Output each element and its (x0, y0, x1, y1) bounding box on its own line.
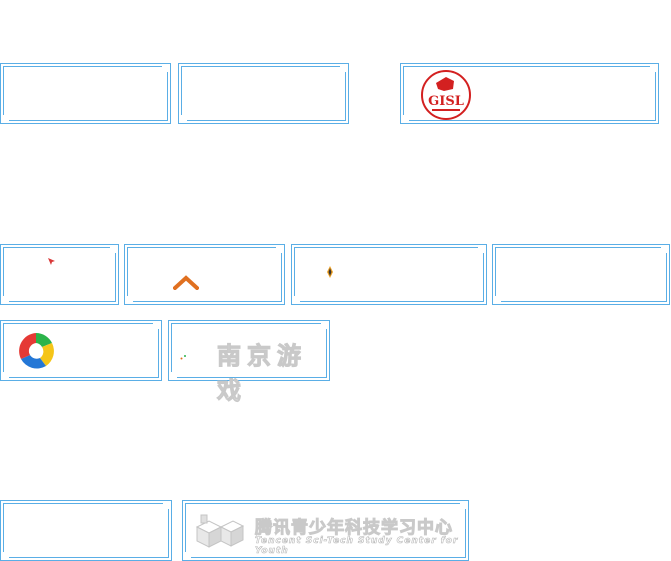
gisl-logo-text: GISL (428, 94, 464, 109)
partner-card-5[interactable] (124, 244, 285, 305)
partner-card-6[interactable] (291, 244, 487, 305)
partner-card-2[interactable] (178, 63, 349, 124)
partner-card-nanjing[interactable]: 南京游戏 (168, 320, 330, 406)
chevron-up-icon (173, 275, 199, 290)
cursor-arrow-icon (48, 258, 55, 265)
dots-icon (180, 355, 186, 360)
partner-card-swirl[interactable] (0, 320, 162, 381)
flame-icon (327, 266, 333, 278)
gisl-logo-icon: GISL (421, 70, 471, 120)
partner-card-blank[interactable] (0, 500, 172, 561)
nanjing-games-logo-text: 南京游戏 (217, 342, 307, 406)
partner-card-1[interactable] (0, 63, 171, 124)
partner-card-tencent[interactable]: 腾讯青少年科技学习中心 Tencent Sci-Tech Study Cente… (182, 500, 469, 561)
swirl-logo-icon (19, 333, 54, 369)
tencent-study-center-logo-text: 腾讯青少年科技学习中心 (255, 518, 453, 539)
partner-card-gisl[interactable]: GISL (400, 63, 659, 124)
partner-card-4[interactable] (0, 244, 119, 305)
tencent-study-center-logo-subtext: Tencent Sci-Tech Study Center for Youth (255, 536, 459, 557)
partner-card-7[interactable] (492, 244, 670, 305)
cube-logo-icon (195, 514, 245, 548)
